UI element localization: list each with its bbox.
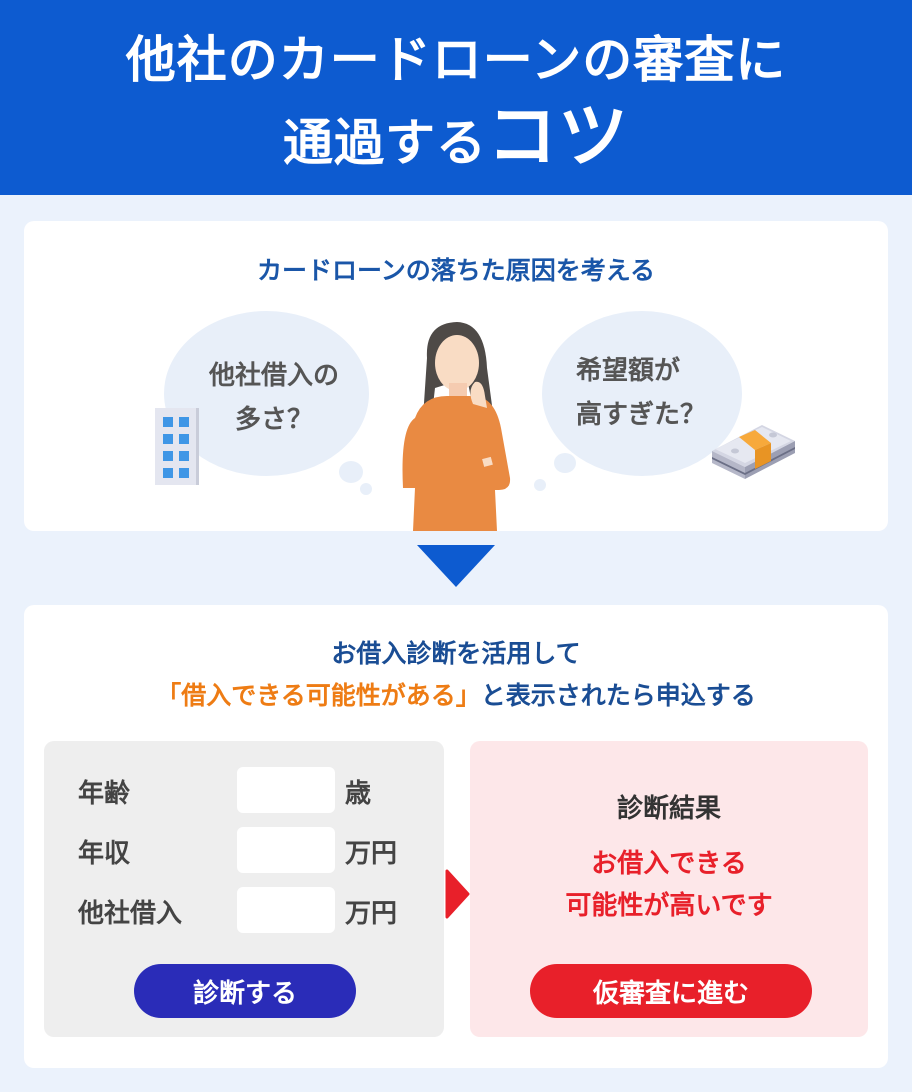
- diagnosis-title-rest: と表示されたら申込する: [480, 681, 756, 710]
- other-borrowing-input[interactable]: [237, 887, 335, 933]
- other-borrowing-label: 他社借入: [78, 899, 183, 929]
- bubble-text-right: 希望額が 高すぎた？: [576, 349, 736, 437]
- age-unit: 歳: [345, 779, 372, 809]
- diagnose-button[interactable]: 診断する: [134, 964, 356, 1018]
- money-stack-icon: [712, 425, 795, 479]
- form-row-income: 年収 万円: [44, 827, 444, 873]
- bubble-right-line2: 高すぎた？: [576, 400, 707, 430]
- diagnosis-card: お借入診断を活用して 「借入できる可能性がある」と表示されたら申込する 年齢 歳…: [24, 605, 888, 1068]
- bubble-left-line2: 多さ？: [234, 405, 313, 435]
- proceed-to-prescreening-button[interactable]: 仮審査に進む: [530, 964, 812, 1018]
- bubble-right-line1: 希望額が: [576, 356, 681, 386]
- income-label: 年収: [78, 839, 131, 869]
- diagnosis-form: 年齢 歳 年収 万円 他社借入 万円 診断する: [44, 741, 444, 1037]
- thought-bubble-right: [542, 311, 742, 476]
- form-row-age: 年齢 歳: [44, 767, 444, 813]
- page-header: 他社のカードローンの審査に 通過するコツ: [0, 0, 912, 195]
- diagnosis-title-line1: お借入診断を活用して: [331, 639, 581, 668]
- age-label: 年齢: [78, 779, 131, 809]
- age-input[interactable]: [237, 767, 335, 813]
- thought-dot: [339, 461, 363, 483]
- diagnosis-title-highlight: 「借入できる可能性がある」: [156, 681, 481, 710]
- page-title-line2: 通過するコツ: [0, 100, 912, 179]
- result-message-line1: お借入できる: [591, 849, 747, 879]
- income-input[interactable]: [237, 827, 335, 873]
- diagnosis-title-line2: 「借入できる可能性がある」と表示されたら申込する: [24, 675, 888, 717]
- down-arrow-icon: [417, 545, 495, 587]
- building-icon: [155, 408, 199, 485]
- thought-dot: [534, 479, 546, 491]
- form-row-other-borrowing: 他社借入 万円: [44, 887, 444, 933]
- bubble-left-line1: 他社借入の: [208, 361, 339, 391]
- result-message: お借入できる 可能性が高いです: [470, 843, 868, 927]
- bubble-text-left: 他社借入の 多さ？: [194, 354, 354, 442]
- other-borrowing-unit: 万円: [345, 899, 398, 929]
- result-message-line2: 可能性が高いです: [565, 891, 773, 921]
- diagnosis-title: お借入診断を活用して 「借入できる可能性がある」と表示されたら申込する: [24, 633, 888, 717]
- page-title-prefix: 通過する: [283, 114, 487, 172]
- reasons-title: カードローンの落ちた原因を考える: [256, 256, 655, 285]
- thinking-woman-illustration: [402, 322, 511, 531]
- thought-dot: [360, 483, 372, 495]
- page-title-line1: 他社のカードローンの審査に: [125, 31, 787, 89]
- thought-dot: [554, 453, 576, 473]
- result-title: 診断結果: [616, 794, 721, 824]
- diagnosis-result: 診断結果 お借入できる 可能性が高いです 仮審査に進む: [470, 741, 868, 1037]
- page-title-emphasis: コツ: [487, 95, 629, 177]
- right-arrow-icon: [445, 869, 470, 919]
- income-unit: 万円: [345, 839, 398, 869]
